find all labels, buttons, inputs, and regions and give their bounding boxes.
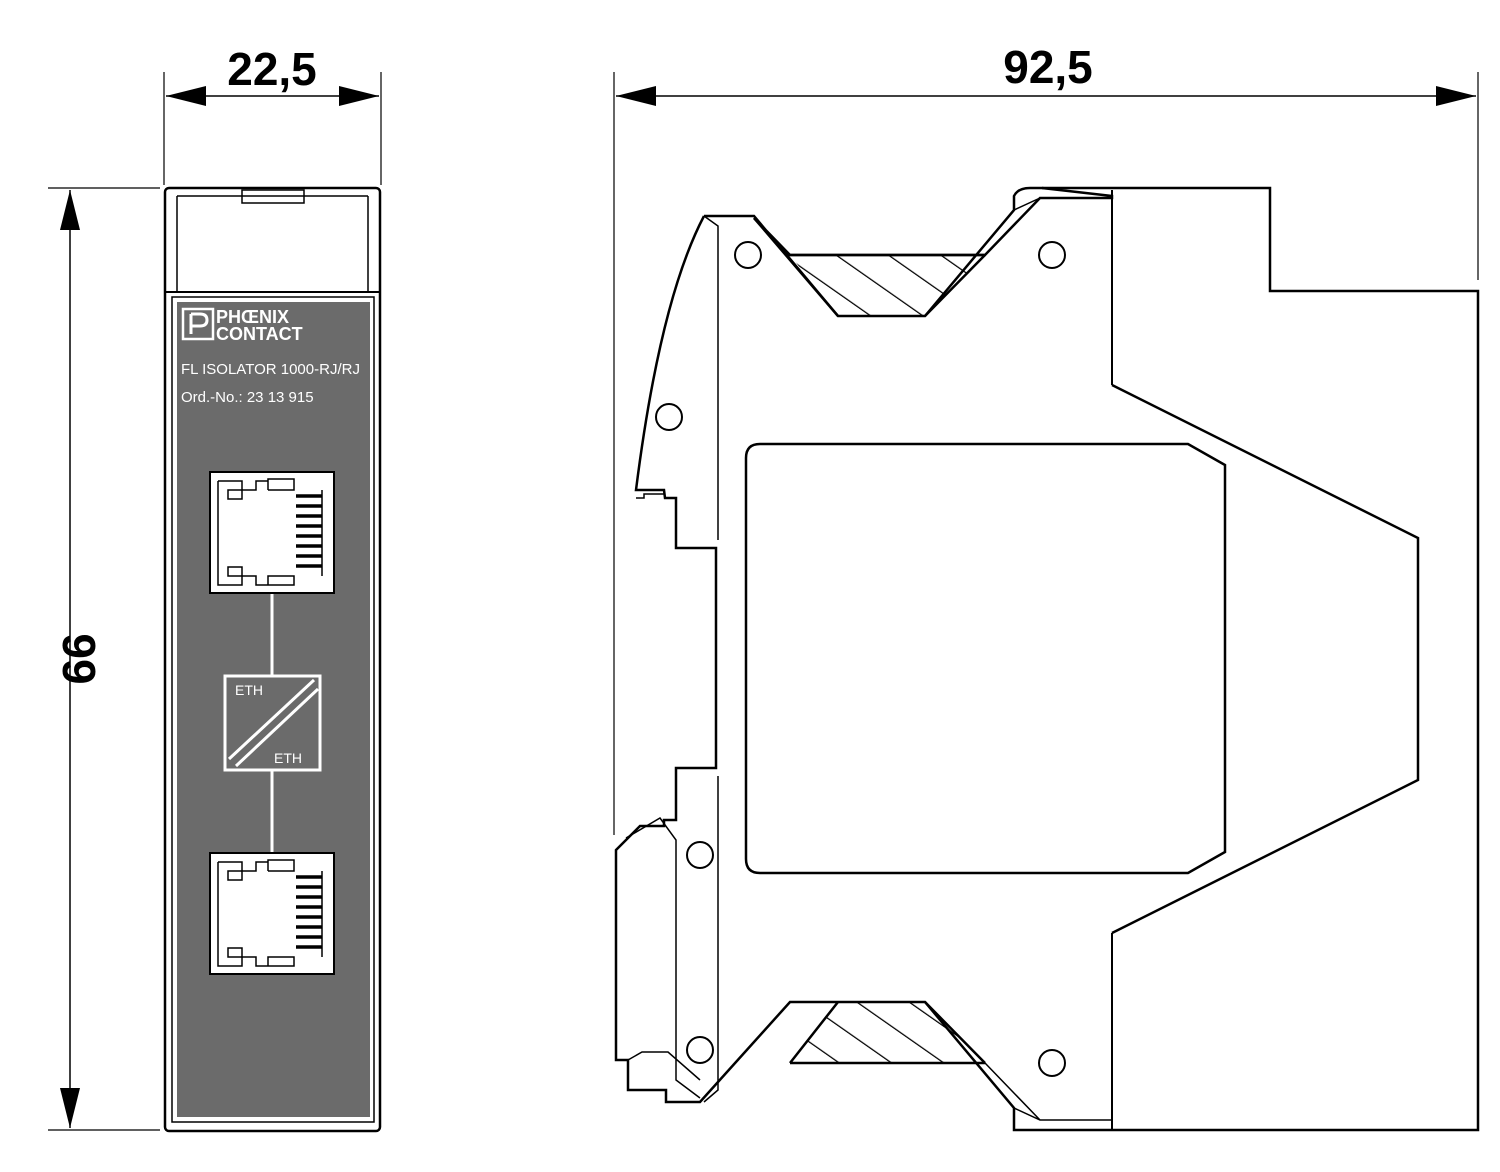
label-panel (177, 302, 370, 1117)
dimension-front-width: 22,5 (163, 43, 382, 185)
isolator-box (223, 674, 322, 772)
label-recess (744, 442, 1227, 875)
dimension-label-height: 99 (53, 633, 105, 684)
screw-hole (655, 403, 683, 431)
side-plate-outline (614, 186, 1114, 1132)
screw-hole (1038, 1049, 1066, 1077)
screw-hole (734, 241, 762, 269)
front-frame (171, 296, 375, 1123)
rj45-port-top (209, 471, 335, 594)
dimension-label-side-width: 92,5 (1003, 41, 1093, 93)
phoenix-contact-logo: PHŒNIX CONTACT (181, 307, 303, 344)
cover-bevel (1111, 383, 1420, 935)
logo-text-line1: PHŒNIX (216, 307, 289, 327)
isolator-symbol: ETH ETH (223, 674, 322, 772)
screw-hole (686, 841, 714, 869)
housing-outline (1028, 186, 1480, 1132)
isolator-label-bottom: ETH (274, 750, 302, 766)
top-latch (241, 189, 305, 204)
logo-text-line2: CONTACT (216, 324, 303, 344)
front-view: PHŒNIX CONTACT FL ISOLATOR 1000-RJ/RJ Or… (163, 186, 382, 1133)
dimension-label-front-width: 22,5 (227, 43, 317, 95)
dimension-height: 99 (48, 187, 160, 1131)
product-name: FL ISOLATOR 1000-RJ/RJ (181, 361, 360, 378)
order-number: Ord.-No.: 23 13 915 (181, 389, 314, 406)
rj45-port-bottom (209, 852, 335, 975)
screw-hole (686, 1036, 714, 1064)
screw-hole (1038, 241, 1066, 269)
rj45-top-pins (296, 494, 322, 568)
rj45-top-housing (209, 471, 335, 594)
logo-mark (181, 307, 215, 341)
isolator-label-top: ETH (235, 682, 263, 698)
dimension-side-width: 92,5 (613, 41, 1479, 835)
housing-front-outline (163, 186, 382, 1133)
rj45-bottom-pins (296, 875, 322, 949)
side-view (614, 186, 1480, 1132)
rj45-bottom-housing (209, 852, 335, 975)
